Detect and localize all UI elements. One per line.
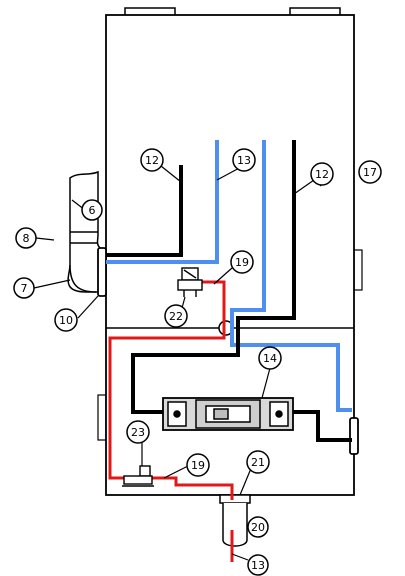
callout-label: 7 xyxy=(21,282,28,295)
callout-20: 20 xyxy=(247,516,269,538)
callout-21: 21 xyxy=(246,450,270,474)
leader-lines xyxy=(33,165,328,561)
callout-label: 17 xyxy=(363,166,377,179)
callout-10: 10 xyxy=(54,308,78,332)
red-wire-ground-bottom xyxy=(148,476,234,500)
black-wire-main xyxy=(131,140,296,414)
callout-label: 19 xyxy=(235,256,249,269)
side-tab-right-upper xyxy=(353,249,363,291)
black-wire-left xyxy=(106,165,183,257)
blue-wire-outer xyxy=(230,140,352,412)
callout-23: 23 xyxy=(126,420,150,444)
ground-clamp-upper xyxy=(177,267,203,297)
callout-12-right: 12 xyxy=(310,162,334,186)
callout-17: 17 xyxy=(358,160,382,184)
callout-label: 6 xyxy=(89,204,96,217)
callout-label: 21 xyxy=(251,456,265,469)
callout-13-top: 13 xyxy=(232,148,256,172)
callout-label: 23 xyxy=(131,426,145,439)
callout-label: 12 xyxy=(145,154,159,167)
callout-7: 7 xyxy=(13,277,35,299)
circuit-breaker xyxy=(162,397,294,431)
callout-label: 14 xyxy=(263,352,277,365)
conduit-elbow xyxy=(67,170,101,293)
callouts: 6 7 8 10 12 12 13 13 xyxy=(13,148,382,576)
callout-6: 6 xyxy=(81,199,103,221)
black-wire-load xyxy=(290,410,352,442)
callout-13-bottom: 13 xyxy=(247,554,269,576)
callout-22: 22 xyxy=(164,304,188,328)
callout-12-left: 12 xyxy=(140,148,164,172)
callout-label: 13 xyxy=(251,559,265,572)
callout-19-top: 19 xyxy=(230,250,254,274)
callout-label: 22 xyxy=(169,310,183,323)
left-fitting-flange xyxy=(97,247,107,297)
callout-label: 19 xyxy=(191,459,205,472)
blue-wire-inner xyxy=(106,140,219,264)
side-tab-left-lower xyxy=(97,394,107,441)
callout-label: 13 xyxy=(237,154,251,167)
callout-14: 14 xyxy=(258,346,282,370)
callout-label: 8 xyxy=(23,232,30,245)
callout-label: 10 xyxy=(59,314,73,327)
bottom-fitting xyxy=(219,494,251,547)
right-fitting-flange xyxy=(349,417,359,455)
callout-label: 20 xyxy=(251,521,265,534)
callout-19-bottom: 19 xyxy=(186,453,210,477)
callout-label: 12 xyxy=(315,168,329,181)
ground-lug-lower xyxy=(122,465,154,487)
red-wire-ground xyxy=(108,280,226,480)
callout-8: 8 xyxy=(15,227,37,249)
